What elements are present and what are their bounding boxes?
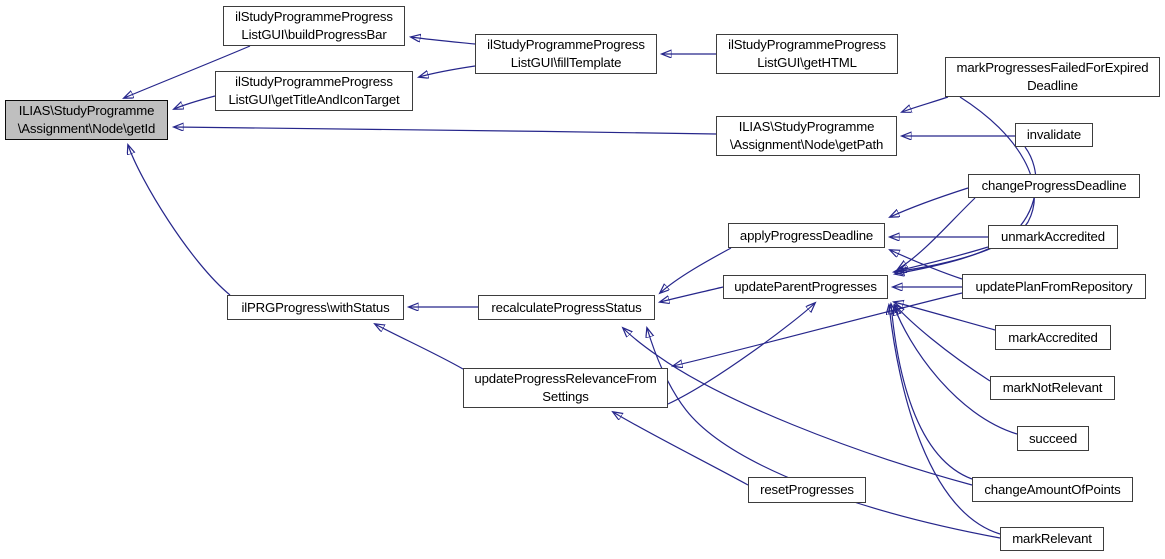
node-label: ILIAS\StudyProgramme bbox=[18, 103, 155, 118]
node-unmarkaccredited[interactable]: unmarkAccredited bbox=[988, 225, 1118, 249]
edge-updateplanfromrepository-updateprogressrelevance bbox=[673, 292, 963, 366]
node-label: Settings bbox=[542, 389, 589, 404]
edge-changeamountofpoints-updateparent bbox=[891, 304, 973, 480]
node-label: ListGUI\buildProgressBar bbox=[241, 27, 387, 42]
edge-markaccredited-updateparent bbox=[894, 302, 996, 331]
node-label: ilStudyProgrammeProgress bbox=[235, 74, 393, 89]
edge-updateparent-recalculate bbox=[660, 286, 724, 302]
edge-markrelevant-updateparent bbox=[889, 305, 1001, 535]
node-label: ILIAS\StudyProgramme bbox=[738, 119, 875, 134]
node-label: \Assignment\Node\getId bbox=[17, 121, 156, 136]
node-succeed[interactable]: succeed bbox=[1017, 426, 1089, 451]
edge-updateplanfromrepository-applyprogressdeadline bbox=[890, 250, 963, 280]
node-label: ListGUI\fillTemplate bbox=[510, 55, 622, 70]
node-label: markRelevant bbox=[1012, 531, 1092, 546]
node-label: ilStudyProgrammeProgress bbox=[235, 9, 393, 24]
node-label: ilPRGProgress\withStatus bbox=[241, 299, 390, 315]
node-label: unmarkAccredited bbox=[1001, 229, 1105, 244]
node-markprogressesfailedforexpireddeadline[interactable]: markProgressesFailedForExpired Deadline bbox=[945, 57, 1160, 97]
node-markrelevant[interactable]: markRelevant bbox=[1000, 527, 1104, 551]
edge-markrelevant-recalculate bbox=[647, 328, 1001, 539]
node-label: \Assignment\Node\getPath bbox=[729, 137, 884, 152]
node-gethtml[interactable]: ilStudyProgrammeProgress ListGUI\getHTML bbox=[716, 34, 898, 74]
edge-updateprogressrelevance-withstatus bbox=[375, 324, 464, 370]
node-label: ilStudyProgrammeProgress bbox=[487, 37, 645, 52]
node-getid[interactable]: ILIAS\StudyProgramme \Assignment\Node\ge… bbox=[5, 100, 168, 140]
edge-changeprogressdeadline-applyprogressdeadline bbox=[890, 187, 969, 217]
node-getpath[interactable]: ILIAS\StudyProgramme \Assignment\Node\ge… bbox=[716, 116, 897, 156]
node-label: resetProgresses bbox=[760, 482, 854, 497]
edge-gettitleandicontarget-getid bbox=[174, 95, 216, 109]
node-resetprogresses[interactable]: resetProgresses bbox=[748, 477, 866, 503]
node-markaccredited[interactable]: markAccredited bbox=[995, 325, 1111, 350]
node-recalculateprogressstatus[interactable]: recalculateProgressStatus bbox=[478, 295, 655, 320]
node-changeamountofpoints[interactable]: changeAmountOfPoints bbox=[972, 477, 1133, 502]
node-label: invalidate bbox=[1026, 127, 1082, 142]
node-invalidate[interactable]: invalidate bbox=[1015, 123, 1093, 147]
edge-resetprogresses-updateprogressrelevance bbox=[613, 412, 749, 486]
edge-withstatus-getid bbox=[128, 145, 231, 296]
node-label: changeAmountOfPoints bbox=[984, 481, 1121, 497]
edge-succeed-updateparent bbox=[894, 306, 1018, 435]
edge-unmarkaccredited-updateparent bbox=[897, 246, 989, 271]
node-label: markNotRelevant bbox=[1002, 380, 1103, 395]
node-buildprogressbar[interactable]: ilStudyProgrammeProgress ListGUI\buildPr… bbox=[223, 6, 405, 46]
edge-markprogressesfailed-updateparent bbox=[894, 96, 1036, 272]
node-marknotrelevant[interactable]: markNotRelevant bbox=[990, 376, 1115, 400]
edge-buildprogressbar-getid bbox=[124, 45, 251, 98]
node-label: updateParentProgresses bbox=[734, 279, 877, 294]
edge-filltemplate-buildprogressbar bbox=[411, 37, 476, 45]
edge-getpath-getid bbox=[174, 127, 717, 135]
node-updateparentprogresses[interactable]: updateParentProgresses bbox=[723, 275, 888, 299]
node-label: succeed bbox=[1028, 430, 1078, 446]
node-label: Deadline bbox=[1027, 78, 1078, 93]
edge-markprogressesfailed-getpath bbox=[902, 96, 949, 112]
node-label: updateProgressRelevanceFrom bbox=[474, 371, 657, 386]
node-filltemplate[interactable]: ilStudyProgrammeProgress ListGUI\fillTem… bbox=[475, 34, 657, 74]
node-label: ListGUI\getHTML bbox=[757, 55, 857, 70]
edge-changeamountofpoints-recalculate bbox=[623, 328, 973, 486]
node-applyprogressdeadline[interactable]: applyProgressDeadline bbox=[728, 223, 885, 248]
node-label: recalculateProgressStatus bbox=[491, 299, 642, 315]
edge-marknotrelevant-updateparent bbox=[895, 305, 991, 382]
node-changeprogressdeadline[interactable]: changeProgressDeadline bbox=[968, 174, 1140, 198]
node-label: updatePlanFromRepository bbox=[975, 278, 1133, 294]
node-gettitleandicontarget[interactable]: ilStudyProgrammeProgress ListGUI\getTitl… bbox=[215, 71, 413, 111]
node-label: applyProgressDeadline bbox=[739, 227, 874, 243]
node-label: ListGUI\getTitleAndIconTarget bbox=[228, 92, 400, 107]
node-withstatus[interactable]: ilPRGProgress\withStatus bbox=[227, 295, 404, 320]
node-updateprogressrelevancefromsettings[interactable]: updateProgressRelevanceFrom Settings bbox=[463, 368, 668, 408]
node-label: markAccredited bbox=[1008, 329, 1098, 345]
edge-updateprogressrelevance-updateparent bbox=[667, 303, 815, 405]
node-label: markProgressesFailedForExpired bbox=[956, 60, 1149, 75]
edge-changeprogressdeadline-updateparent bbox=[898, 197, 976, 269]
node-label: ilStudyProgrammeProgress bbox=[728, 37, 886, 52]
edge-filltemplate-gettitleandicontarget bbox=[419, 65, 476, 77]
edge-applyprogressdeadline-recalculate bbox=[660, 247, 732, 293]
node-updateplanfromrepository[interactable]: updatePlanFromRepository bbox=[962, 274, 1146, 299]
node-label: changeProgressDeadline bbox=[981, 178, 1127, 193]
